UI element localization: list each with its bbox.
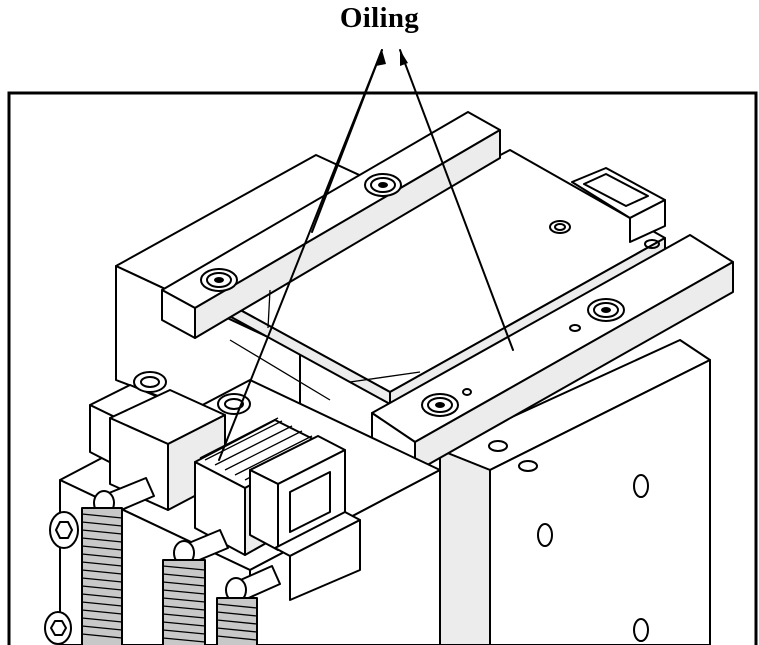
small-hole — [462, 388, 472, 396]
oiling-leader-lines — [218, 49, 514, 461]
oil-hole — [569, 324, 581, 332]
right-guide-rail — [371, 234, 734, 473]
rail-screw-2 — [364, 173, 402, 197]
rail-screw-1 — [200, 268, 238, 292]
spring-2 — [162, 559, 206, 645]
rail-screw-4 — [421, 393, 459, 417]
spring-3 — [216, 597, 258, 645]
spring-1 — [81, 507, 123, 645]
figure-frame — [7, 91, 758, 645]
oiling-label: Oiling — [339, 2, 420, 34]
jaw-block-right — [249, 435, 361, 601]
guide-pin-3 — [225, 565, 281, 603]
rail-screw-3 — [587, 298, 625, 322]
right-base-block — [439, 339, 711, 645]
socket-screw-b — [217, 393, 251, 415]
socket-screw-c — [49, 511, 79, 549]
end-stopper — [571, 167, 666, 243]
socket-screw-a — [133, 371, 167, 393]
socket-screw-d — [44, 611, 72, 645]
